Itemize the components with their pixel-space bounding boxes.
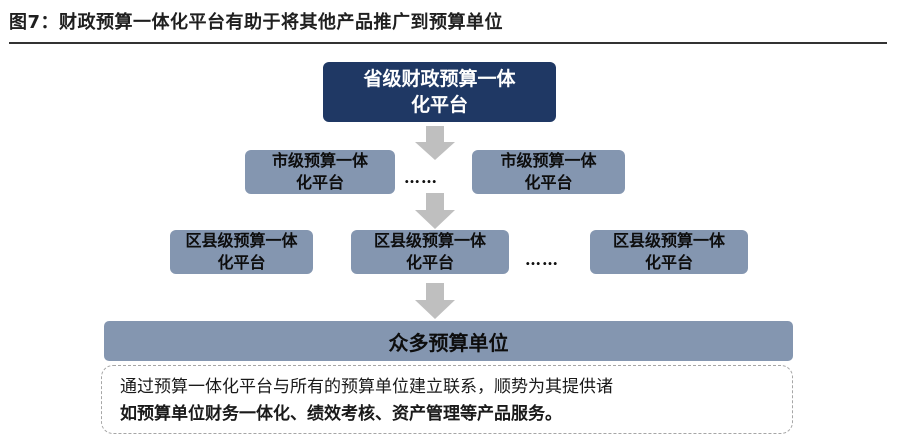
title-divider [9,42,887,44]
description-line-2: 如预算单位财务一体化、绩效考核、资产管理等产品服务。 [120,404,562,424]
description-line-1: 通过预算一体化平台与所有的预算单位建立联系，顺势为其提供诸 [120,377,613,397]
down-arrow-icon [415,283,455,319]
city-ellipsis: …… [404,168,438,187]
budget-units-label: 众多预算单位 [388,330,509,355]
city-platform-box-right: 市级预算一体化平台 [472,150,625,194]
county-ellipsis: …… [525,250,559,269]
down-arrow-icon [415,126,455,160]
county-platform-label-middle: 区县级预算一体化平台 [373,231,486,272]
city-platform-label-left: 市级预算一体化平台 [271,151,368,192]
province-platform-label: 省级财政预算一体化平台 [363,68,516,116]
city-platform-label-right: 市级预算一体化平台 [500,151,597,192]
county-platform-box-left: 区县级预算一体化平台 [170,230,313,274]
down-arrow-icon [415,193,455,229]
budget-units-bar: 众多预算单位 [104,321,793,361]
county-platform-box-middle: 区县级预算一体化平台 [351,230,509,274]
figure-title: 图7：财政预算一体化平台有助于将其他产品推广到预算单位 [9,12,504,33]
city-platform-box-left: 市级预算一体化平台 [245,150,395,194]
county-platform-label-right: 区县级预算一体化平台 [612,231,725,272]
province-platform-box: 省级财政预算一体化平台 [323,62,556,122]
county-platform-label-left: 区县级预算一体化平台 [185,231,298,272]
county-platform-box-right: 区县级预算一体化平台 [590,230,748,274]
description-box: 通过预算一体化平台与所有的预算单位建立联系，顺势为其提供诸 如预算单位财务一体化… [101,365,793,434]
